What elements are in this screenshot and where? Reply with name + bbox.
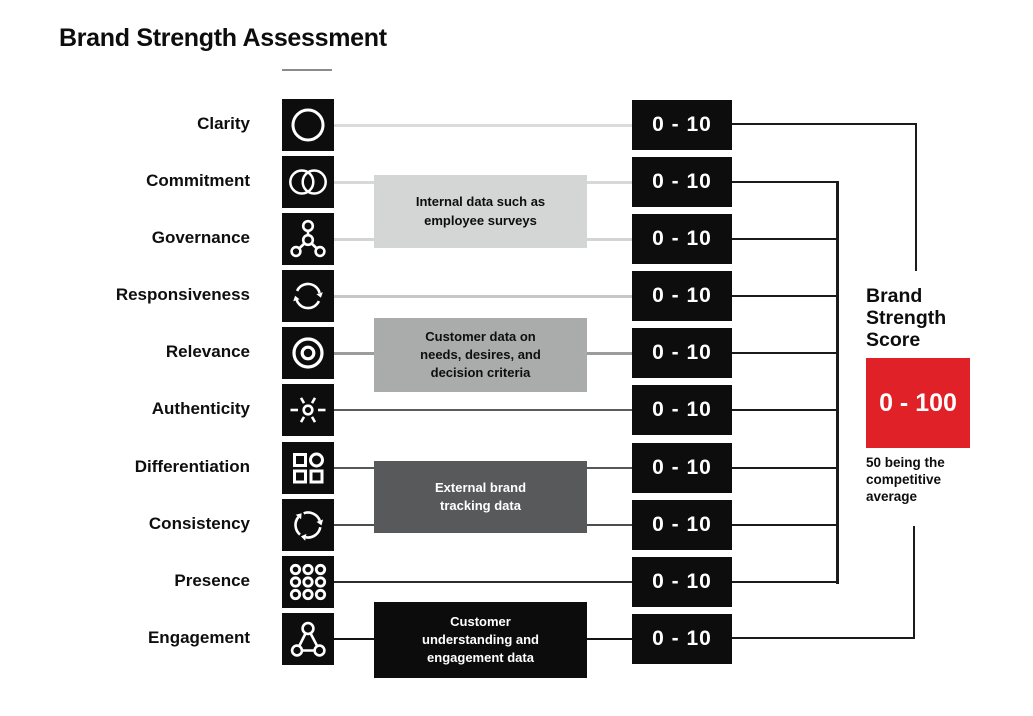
cycle-arrows-icon <box>293 282 323 310</box>
scorebox-presence: 0 - 10 <box>632 557 732 607</box>
differentiation-iconbox <box>282 442 334 494</box>
row-label-differentiation: Differentiation <box>134 457 250 476</box>
title-underline <box>282 69 332 71</box>
scorebox-governance: 0 - 10 <box>632 214 732 264</box>
row-label-engagement: Engagement <box>147 628 250 647</box>
clarity-iconbox <box>282 99 334 151</box>
connector-governance <box>732 238 838 240</box>
result-score-box: 0 - 100 <box>866 358 970 448</box>
annotation-external-tracking-data: External brand tracking data <box>374 461 587 533</box>
shapes-grid-icon <box>293 452 324 484</box>
circle-icon <box>291 108 325 142</box>
connector-commitment <box>732 181 838 183</box>
presence-iconbox <box>282 556 334 608</box>
scorebox-authenticity: 0 - 10 <box>632 385 732 435</box>
scorebox-differentiation: 0 - 10 <box>632 443 732 493</box>
overlapping-circles-icon <box>289 169 327 195</box>
row-label-consistency: Consistency <box>148 514 250 533</box>
row-label-governance: Governance <box>151 228 250 247</box>
consistency-iconbox <box>282 499 334 551</box>
row-label-authenticity: Authenticity <box>151 399 250 418</box>
line-authenticity <box>334 409 632 411</box>
row-label-clarity: Clarity <box>197 114 250 133</box>
dot-grid-icon <box>289 563 327 601</box>
governance-iconbox <box>282 213 334 265</box>
scorebox-responsiveness: 0 - 10 <box>632 271 732 321</box>
annotation-internal-data: Internal data such as employee surveys <box>374 175 587 248</box>
sunburst-icon <box>290 397 326 423</box>
aggregate-bus-line <box>836 181 839 584</box>
connector-engagement-to-score-h <box>732 637 915 639</box>
connector-engagement-to-score-v <box>913 526 915 639</box>
result-caption: 50 being the competitive average <box>866 455 945 504</box>
triangle-network-icon <box>290 621 326 657</box>
connector-differentiation <box>732 467 838 469</box>
row-label-relevance: Relevance <box>165 342 250 361</box>
scorebox-consistency: 0 - 10 <box>632 500 732 550</box>
line-responsiveness <box>334 295 632 298</box>
page-title: Brand Strength Assessment <box>59 24 387 52</box>
responsiveness-iconbox <box>282 270 334 322</box>
annotation-customer-data: Customer data on needs, desires, and dec… <box>374 318 587 392</box>
connector-clarity-to-score-h <box>732 123 917 125</box>
row-label-responsiveness: Responsiveness <box>115 285 250 304</box>
scorebox-clarity: 0 - 10 <box>632 100 732 150</box>
connector-authenticity <box>732 409 838 411</box>
connector-clarity-to-score-v <box>915 123 917 271</box>
scorebox-commitment: 0 - 10 <box>632 157 732 207</box>
row-label-commitment: Commitment <box>146 171 250 190</box>
commitment-iconbox <box>282 156 334 208</box>
connector-relevance <box>732 352 838 354</box>
result-heading: Brand Strength Score <box>866 285 947 351</box>
connector-presence <box>732 581 838 583</box>
row-label-presence: Presence <box>174 571 250 590</box>
connector-consistency <box>732 524 838 526</box>
engagement-iconbox <box>282 613 334 665</box>
network-nodes-icon <box>290 219 326 258</box>
connector-responsiveness <box>732 295 838 297</box>
scorebox-engagement: 0 - 10 <box>632 614 732 664</box>
authenticity-iconbox <box>282 384 334 436</box>
line-clarity <box>334 124 632 127</box>
target-rings-icon <box>292 337 324 369</box>
line-presence <box>334 581 632 583</box>
circular-arrows-icon <box>294 511 324 541</box>
annotation-engagement-data: Customer understanding and engagement da… <box>374 602 587 678</box>
scorebox-relevance: 0 - 10 <box>632 328 732 378</box>
relevance-iconbox <box>282 327 334 379</box>
